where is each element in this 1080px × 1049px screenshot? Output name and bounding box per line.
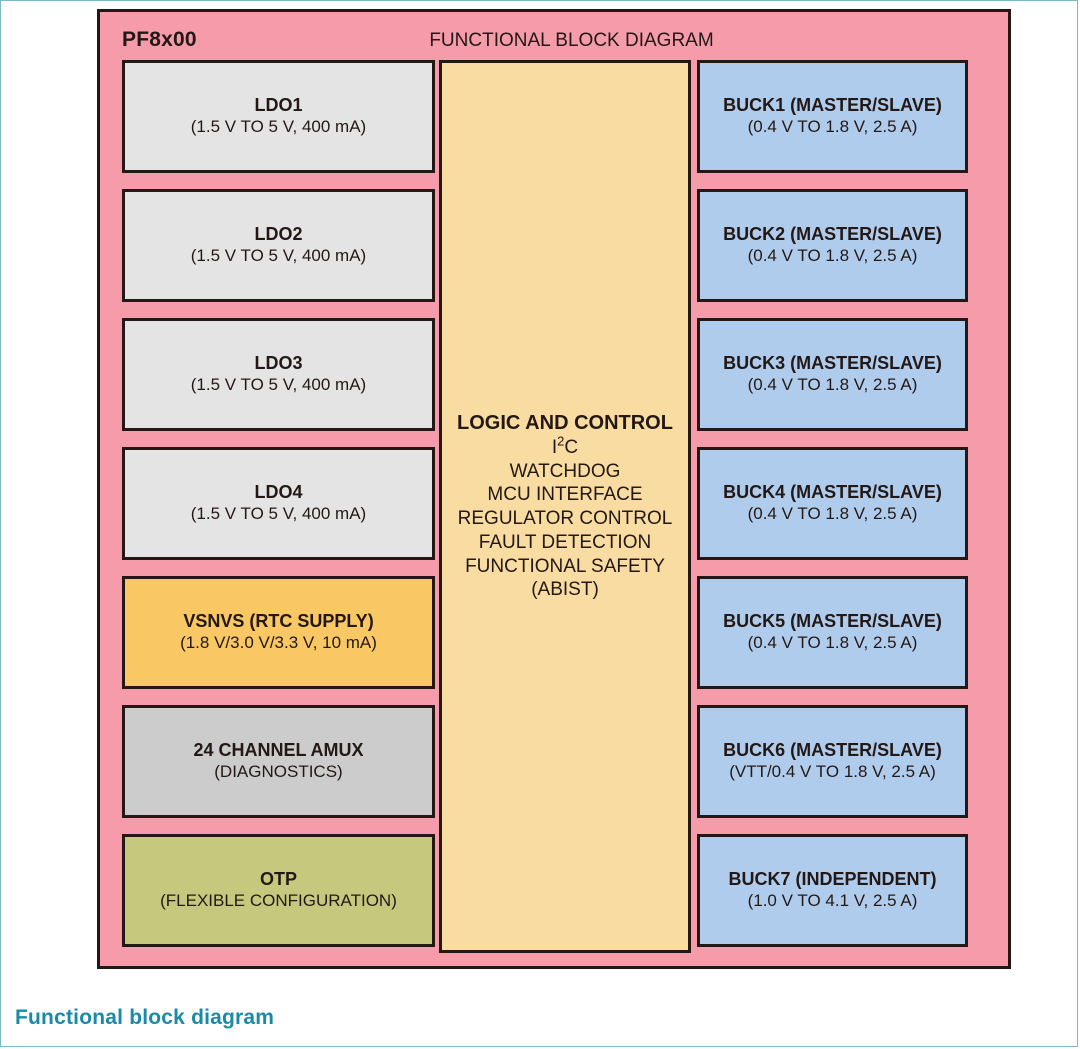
block-vsnvs-title: VSNVS (RTC SUPPLY) bbox=[183, 611, 374, 632]
block-buck5: BUCK5 (MASTER/SLAVE) (0.4 V TO 1.8 V, 2.… bbox=[697, 576, 968, 689]
block-ldo3: LDO3 (1.5 V TO 5 V, 400 mA) bbox=[122, 318, 435, 431]
logic-line-fault-detection: FAULT DETECTION bbox=[478, 531, 652, 553]
block-vsnvs: VSNVS (RTC SUPPLY) (1.8 V/3.0 V/3.3 V, 1… bbox=[122, 576, 435, 689]
left-block-column: LDO1 (1.5 V TO 5 V, 400 mA) LDO2 (1.5 V … bbox=[122, 60, 435, 947]
block-buck3: BUCK3 (MASTER/SLAVE) (0.4 V TO 1.8 V, 2.… bbox=[697, 318, 968, 431]
logic-line-watchdog: WATCHDOG bbox=[509, 460, 621, 482]
block-otp-title: OTP bbox=[259, 869, 297, 890]
block-buck5-title: BUCK5 (MASTER/SLAVE) bbox=[723, 611, 942, 632]
block-buck3-spec: (0.4 V TO 1.8 V, 2.5 A) bbox=[747, 375, 918, 395]
logic-i2c-prefix: I bbox=[551, 436, 558, 458]
block-buck7: BUCK7 (INDEPENDENT) (1.0 V TO 4.1 V, 2.5… bbox=[697, 834, 968, 947]
block-buck2: BUCK2 (MASTER/SLAVE) (0.4 V TO 1.8 V, 2.… bbox=[697, 189, 968, 302]
center-block-column: LOGIC AND CONTROL I2C WATCHDOG MCU INTER… bbox=[439, 60, 691, 953]
block-buck6-spec: (VTT/0.4 V TO 1.8 V, 2.5 A) bbox=[729, 762, 936, 782]
block-amux: 24 CHANNEL AMUX (DIAGNOSTICS) bbox=[122, 705, 435, 818]
block-amux-title: 24 CHANNEL AMUX bbox=[193, 740, 364, 761]
block-buck7-spec: (1.0 V TO 4.1 V, 2.5 A) bbox=[747, 891, 918, 911]
block-otp-spec: (FLEXIBLE CONFIGURATION) bbox=[160, 891, 397, 911]
block-ldo1: LDO1 (1.5 V TO 5 V, 400 mA) bbox=[122, 60, 435, 173]
block-buck5-spec: (0.4 V TO 1.8 V, 2.5 A) bbox=[747, 633, 918, 653]
block-buck6: BUCK6 (MASTER/SLAVE) (VTT/0.4 V TO 1.8 V… bbox=[697, 705, 968, 818]
block-buck4-title: BUCK4 (MASTER/SLAVE) bbox=[723, 482, 942, 503]
block-ldo3-title: LDO3 bbox=[254, 353, 303, 374]
block-buck1-spec: (0.4 V TO 1.8 V, 2.5 A) bbox=[747, 117, 918, 137]
block-buck1-title: BUCK1 (MASTER/SLAVE) bbox=[723, 95, 942, 116]
block-buck4: BUCK4 (MASTER/SLAVE) (0.4 V TO 1.8 V, 2.… bbox=[697, 447, 968, 560]
block-logic-and-control: LOGIC AND CONTROL I2C WATCHDOG MCU INTER… bbox=[439, 60, 691, 953]
logic-line-mcu-interface: MCU INTERFACE bbox=[487, 484, 643, 506]
logic-line-i2c: I2C bbox=[551, 433, 579, 460]
block-buck6-title: BUCK6 (MASTER/SLAVE) bbox=[723, 740, 942, 761]
logic-i2c-superscript: 2 bbox=[557, 433, 565, 449]
block-ldo1-spec: (1.5 V TO 5 V, 400 mA) bbox=[190, 117, 367, 137]
block-buck2-title: BUCK2 (MASTER/SLAVE) bbox=[723, 224, 942, 245]
block-ldo2-title: LDO2 bbox=[254, 224, 303, 245]
logic-line-abist: (ABIST) bbox=[531, 579, 599, 601]
block-otp: OTP (FLEXIBLE CONFIGURATION) bbox=[122, 834, 435, 947]
logic-line-functional-safety: FUNCTIONAL SAFETY bbox=[465, 555, 665, 577]
block-ldo2: LDO2 (1.5 V TO 5 V, 400 mA) bbox=[122, 189, 435, 302]
block-buck1: BUCK1 (MASTER/SLAVE) (0.4 V TO 1.8 V, 2.… bbox=[697, 60, 968, 173]
logic-line-regulator-control: REGULATOR CONTROL bbox=[457, 508, 673, 530]
figure-caption: Functional block diagram bbox=[15, 1006, 275, 1029]
block-ldo3-spec: (1.5 V TO 5 V, 400 mA) bbox=[190, 375, 367, 395]
block-ldo2-spec: (1.5 V TO 5 V, 400 mA) bbox=[190, 246, 367, 266]
right-block-column: BUCK1 (MASTER/SLAVE) (0.4 V TO 1.8 V, 2.… bbox=[697, 60, 968, 947]
block-ldo4-spec: (1.5 V TO 5 V, 400 mA) bbox=[190, 504, 367, 524]
chip-outline-pf8x00: PF8x00 FUNCTIONAL BLOCK DIAGRAM LDO1 (1.… bbox=[97, 9, 1011, 969]
block-ldo4: LDO4 (1.5 V TO 5 V, 400 mA) bbox=[122, 447, 435, 560]
block-ldo1-title: LDO1 bbox=[254, 95, 303, 116]
diagram-header-title: FUNCTIONAL BLOCK DIAGRAM bbox=[429, 30, 714, 51]
block-ldo4-title: LDO4 bbox=[254, 482, 303, 503]
block-buck2-spec: (0.4 V TO 1.8 V, 2.5 A) bbox=[747, 246, 918, 266]
logic-i2c-suffix: C bbox=[564, 436, 579, 458]
block-buck7-title: BUCK7 (INDEPENDENT) bbox=[728, 869, 937, 890]
logic-title: LOGIC AND CONTROL bbox=[457, 411, 673, 434]
chip-part-number: PF8x00 bbox=[122, 28, 197, 51]
block-vsnvs-spec: (1.8 V/3.0 V/3.3 V, 10 mA) bbox=[180, 633, 377, 653]
block-amux-spec: (DIAGNOSTICS) bbox=[214, 762, 343, 782]
block-buck3-title: BUCK3 (MASTER/SLAVE) bbox=[723, 353, 942, 374]
block-buck4-spec: (0.4 V TO 1.8 V, 2.5 A) bbox=[747, 504, 918, 524]
